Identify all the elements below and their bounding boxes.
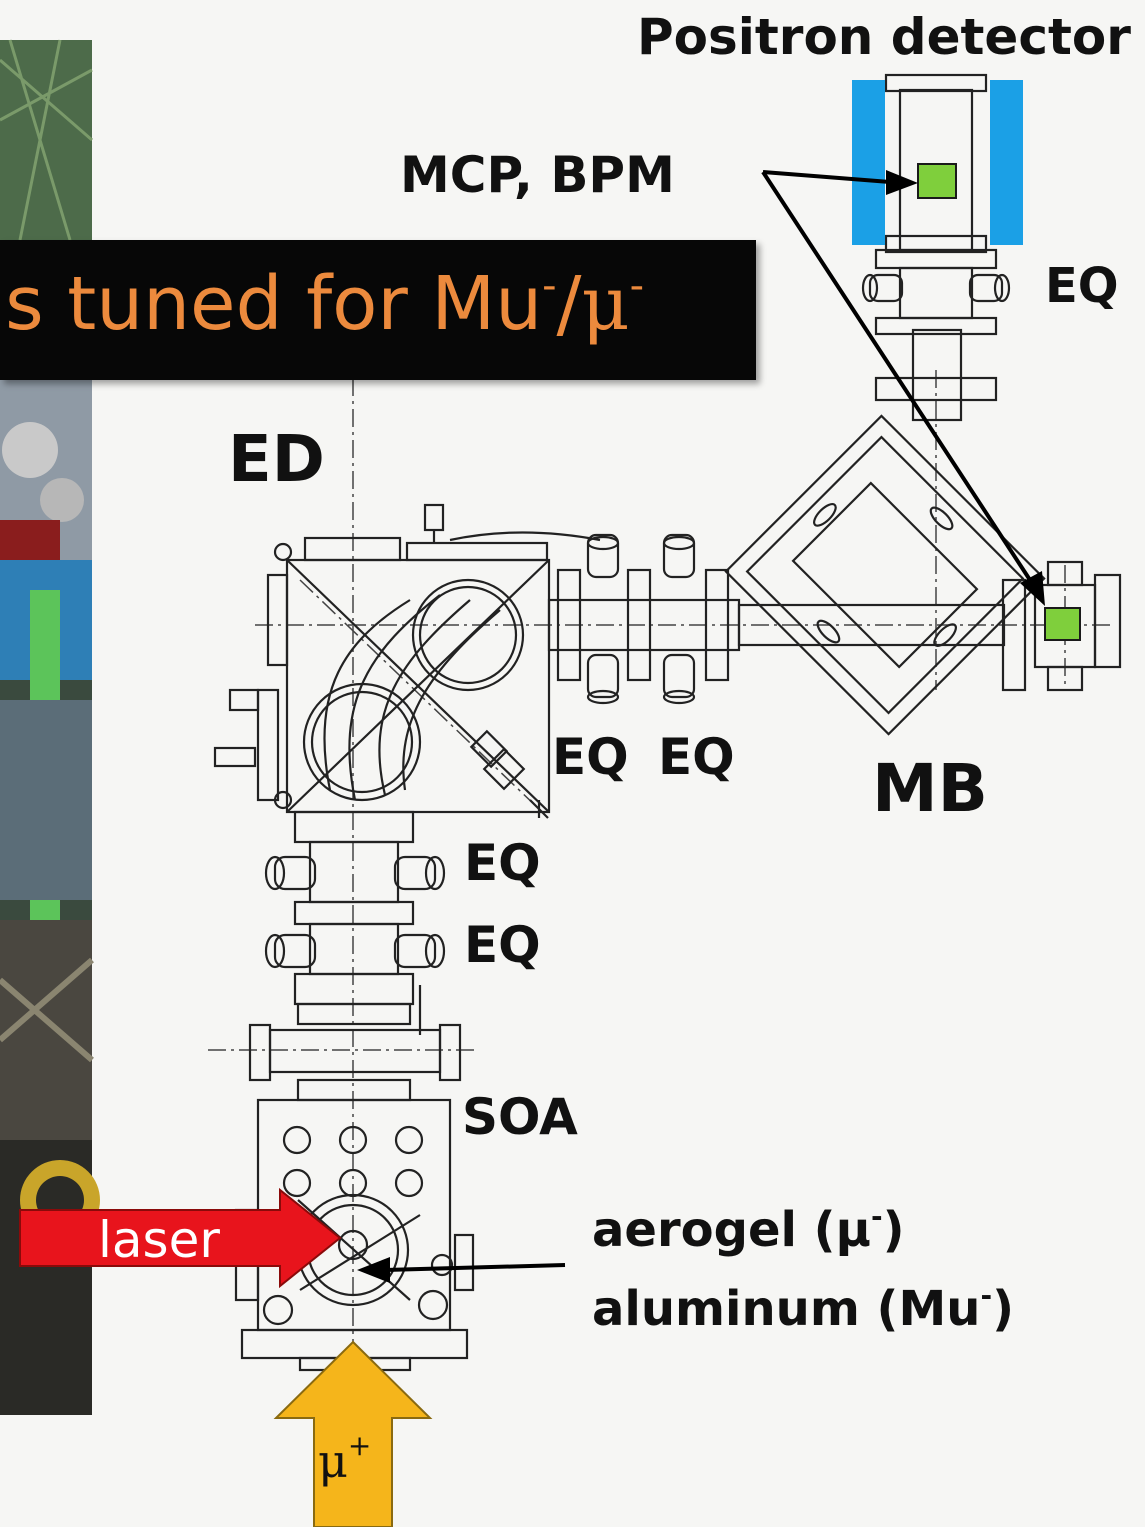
beam-axis-lines: [208, 370, 1110, 1345]
eq-label-vertical-2: EQ: [464, 916, 541, 974]
muon-sup: +: [347, 1429, 372, 1462]
eq-label-detector: EQ: [1045, 258, 1119, 314]
muon-label: μ+: [318, 1429, 372, 1485]
banner-slash: /: [556, 261, 582, 347]
muon-symbol: μ: [318, 1434, 348, 1488]
aerogel-close: ): [882, 1202, 905, 1258]
pointer-arrows: [357, 170, 1045, 1283]
banner-mu: μ: [581, 261, 630, 347]
laser-arrow: [19, 1187, 342, 1289]
banner-text: s tuned for Mu-/μ-: [5, 266, 644, 341]
mb-label: MB: [872, 750, 988, 827]
aerogel-sup: -: [870, 1200, 883, 1233]
aluminum-close: ): [992, 1281, 1014, 1337]
mcp-bpm-label: MCP, BPM: [400, 146, 675, 204]
banner-sup-1: -: [542, 263, 557, 309]
eq-label-pipe-2: EQ: [658, 728, 735, 786]
title-banner: s tuned for Mu-/μ-: [0, 240, 756, 380]
aluminum-text: aluminum (Mu: [592, 1281, 981, 1337]
soa-label: SOA: [462, 1088, 578, 1146]
aluminum-sup: -: [980, 1279, 993, 1312]
ed-label: ED: [228, 423, 325, 497]
positron-detector-shape: [852, 80, 1023, 245]
aerogel-text: aerogel (μ: [592, 1202, 871, 1258]
eq-label-vertical-1: EQ: [464, 834, 541, 892]
mcp-bpm-square: [1044, 607, 1081, 641]
banner-text-prefix: s tuned for Mu: [5, 261, 543, 347]
aluminum-label: aluminum (Mu-): [592, 1279, 1014, 1334]
positron-detector-label: Positron detector: [637, 8, 1131, 66]
muon-beam-arrow: [273, 1340, 433, 1527]
aerogel-label: aerogel (μ-): [592, 1200, 905, 1255]
eq-label-pipe-1: EQ: [552, 728, 629, 786]
banner-sup-2: -: [629, 263, 644, 309]
laser-label: laser: [98, 1211, 220, 1269]
